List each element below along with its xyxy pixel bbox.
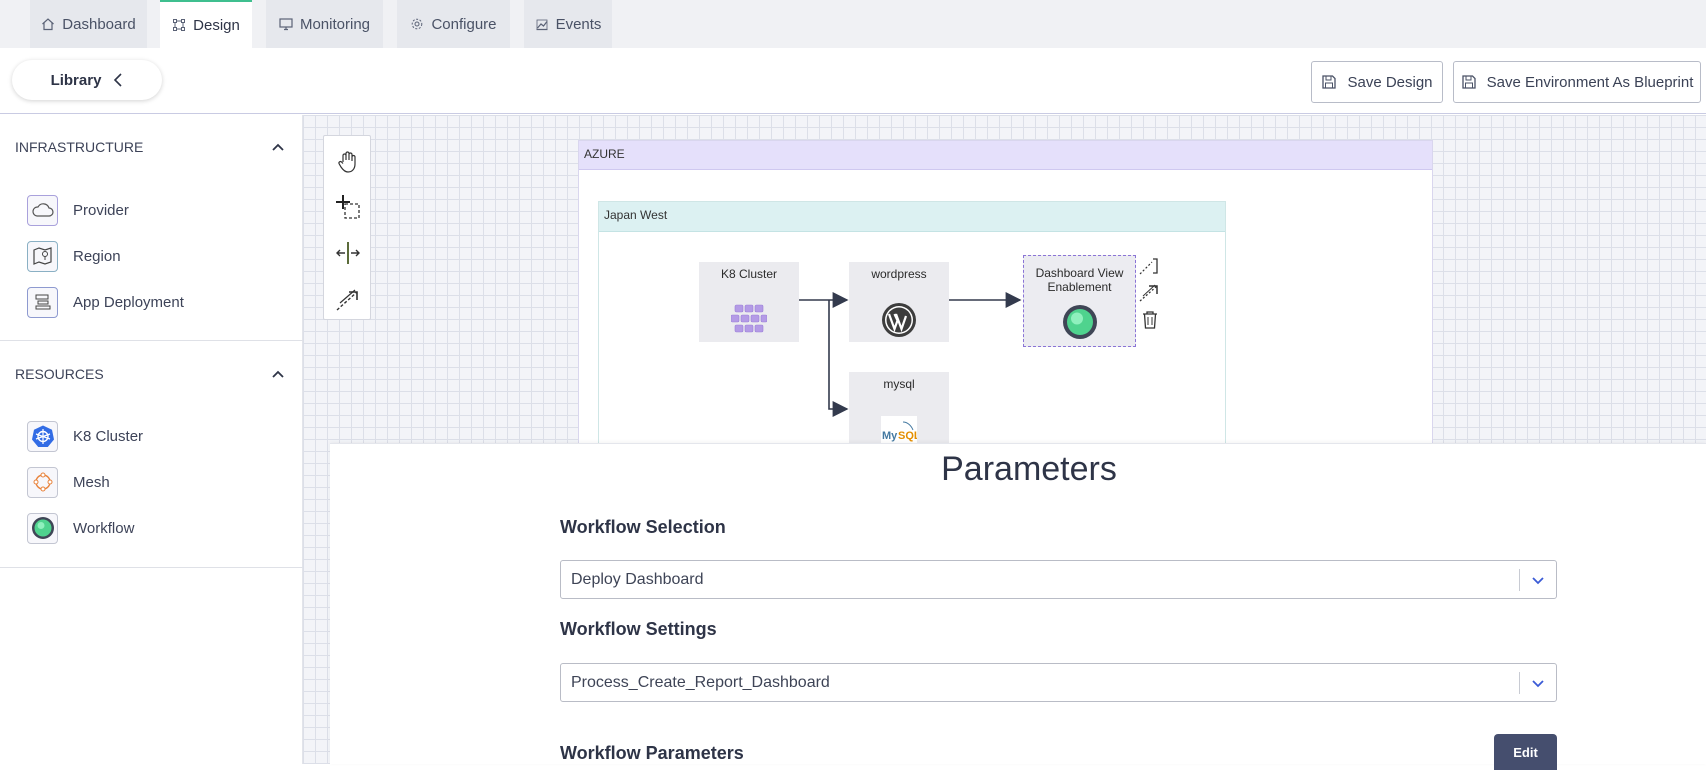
connect-arrow-icon[interactable] [1139,282,1161,302]
tab-label: Configure [431,15,497,33]
cloud-icon [27,194,58,226]
section-title: RESOURCES [15,366,104,382]
split-icon[interactable] [335,240,361,266]
app-deployment-icon [27,286,58,318]
events-icon [535,17,549,31]
library-item-k8-cluster[interactable]: K8 Cluster [27,420,143,452]
mesh-icon [27,466,58,498]
node-label: wordpress [871,267,927,281]
tab-monitoring[interactable]: Monitoring [266,0,383,48]
chevron-down-icon[interactable] [1531,676,1545,690]
library-item-provider[interactable]: Provider [27,194,129,226]
parameters-title: Parameters [941,450,1117,488]
library-item-region[interactable]: Region [27,240,121,272]
tab-label: Events [555,15,602,33]
gear-icon [410,17,424,31]
chevron-down-icon[interactable] [1531,573,1545,587]
tab-dashboard[interactable]: Dashboard [30,0,147,48]
section-title: INFRASTRUCTURE [15,139,144,155]
mysql-icon: MySQL [881,416,917,446]
library-item-label: Provider [73,201,129,219]
tab-label: Dashboard [62,15,136,33]
map-pin-icon [27,240,58,272]
tab-label: Design [193,16,240,34]
save-icon [1321,74,1337,90]
trash-icon[interactable] [1140,310,1160,330]
dropdown-separator [1519,569,1520,591]
design-icon [172,18,186,32]
library-item-workflow[interactable]: Workflow [27,512,134,544]
library-toggle-button[interactable]: Library [12,60,162,100]
save-design-button[interactable]: Save Design [1311,61,1443,103]
connect-arrow-icon[interactable] [335,286,361,312]
monitor-icon [279,17,293,31]
save-design-label: Save Design [1347,73,1433,91]
design-header: Library Save Design Save Environment As … [0,48,1706,114]
library-item-label: Workflow [73,519,135,537]
region-container-japan-west[interactable]: Japan West K8 Cluster wordpress [598,201,1226,461]
library-item-label: Mesh [73,473,110,491]
workflow-parameters-label: Workflow Parameters [560,743,744,763]
infrastructure-section-header[interactable]: INFRASTRUCTURE [15,137,285,157]
resources-section-header[interactable]: RESOURCES [15,364,285,384]
library-item-app-deployment[interactable]: App Deployment [27,286,184,318]
mysql-wordmark: SQL [898,430,917,442]
workflow-settings-value: Process_Create_Report_Dashboard [571,673,830,691]
svg-text:My: My [882,430,898,442]
library-item-label: K8 Cluster [73,427,144,445]
hand-pan-icon[interactable] [335,148,361,174]
section-divider [0,340,303,341]
workflow-selection-dropdown[interactable]: Deploy Dashboard [560,560,1557,599]
workflow-selection-value: Deploy Dashboard [571,570,704,588]
save-icon [1461,74,1477,90]
tab-design[interactable]: Design [160,0,252,48]
workflow-settings-label: Workflow Settings [560,619,717,639]
node-connectors [798,292,1022,417]
parameters-panel: Parameters Workflow Selection Deploy Das… [330,443,1706,770]
chevron-up-icon[interactable] [271,142,285,152]
chevron-left-icon [113,73,123,87]
canvas-node-wordpress[interactable]: wordpress [849,262,949,342]
workflow-icon [27,512,58,544]
home-icon [41,17,55,31]
connect-line-icon[interactable] [1139,255,1161,275]
workflow-icon [1062,304,1098,340]
tab-events[interactable]: Events [524,0,612,48]
provider-label: AZURE [579,141,1432,170]
node-label: Dashboard View Enablement [1035,266,1124,294]
region-label: Japan West [599,202,1225,232]
save-blueprint-button[interactable]: Save Environment As Blueprint [1453,61,1701,103]
save-blueprint-label: Save Environment As Blueprint [1486,73,1694,91]
workflow-settings-dropdown[interactable]: Process_Create_Report_Dashboard [560,663,1557,702]
section-divider [0,567,303,568]
canvas-node-k8-cluster[interactable]: K8 Cluster [699,262,799,342]
library-item-mesh[interactable]: Mesh [27,466,110,498]
library-label: Library [50,71,102,89]
edit-parameters-button[interactable]: Edit [1494,734,1557,770]
select-area-icon[interactable] [335,194,361,220]
tab-configure[interactable]: Configure [397,0,510,48]
library-item-label: Region [73,247,121,265]
provider-container-azure[interactable]: AZURE Japan West K8 Cluster [578,140,1433,461]
canvas-node-mysql[interactable]: mysql MySQL [849,372,949,452]
top-tab-bar: Dashboard Design Monitoring Configure Ev… [0,0,1706,48]
wordpress-icon [881,302,917,338]
node-label: K8 Cluster [720,267,778,281]
tab-label: Monitoring [299,15,371,33]
canvas-toolbar [323,135,371,320]
kubernetes-icon [27,420,58,452]
library-sidebar: INFRASTRUCTURE Provider Region App Deplo… [0,115,303,764]
workflow-selection-label: Workflow Selection [560,517,726,537]
library-item-label: App Deployment [73,293,184,311]
k8-cluster-icon [731,302,767,338]
dropdown-separator [1519,672,1520,694]
node-label: mysql [883,377,915,391]
chevron-up-icon[interactable] [271,369,285,379]
canvas-node-dashboard-view-enablement[interactable]: Dashboard View Enablement [1023,255,1136,347]
